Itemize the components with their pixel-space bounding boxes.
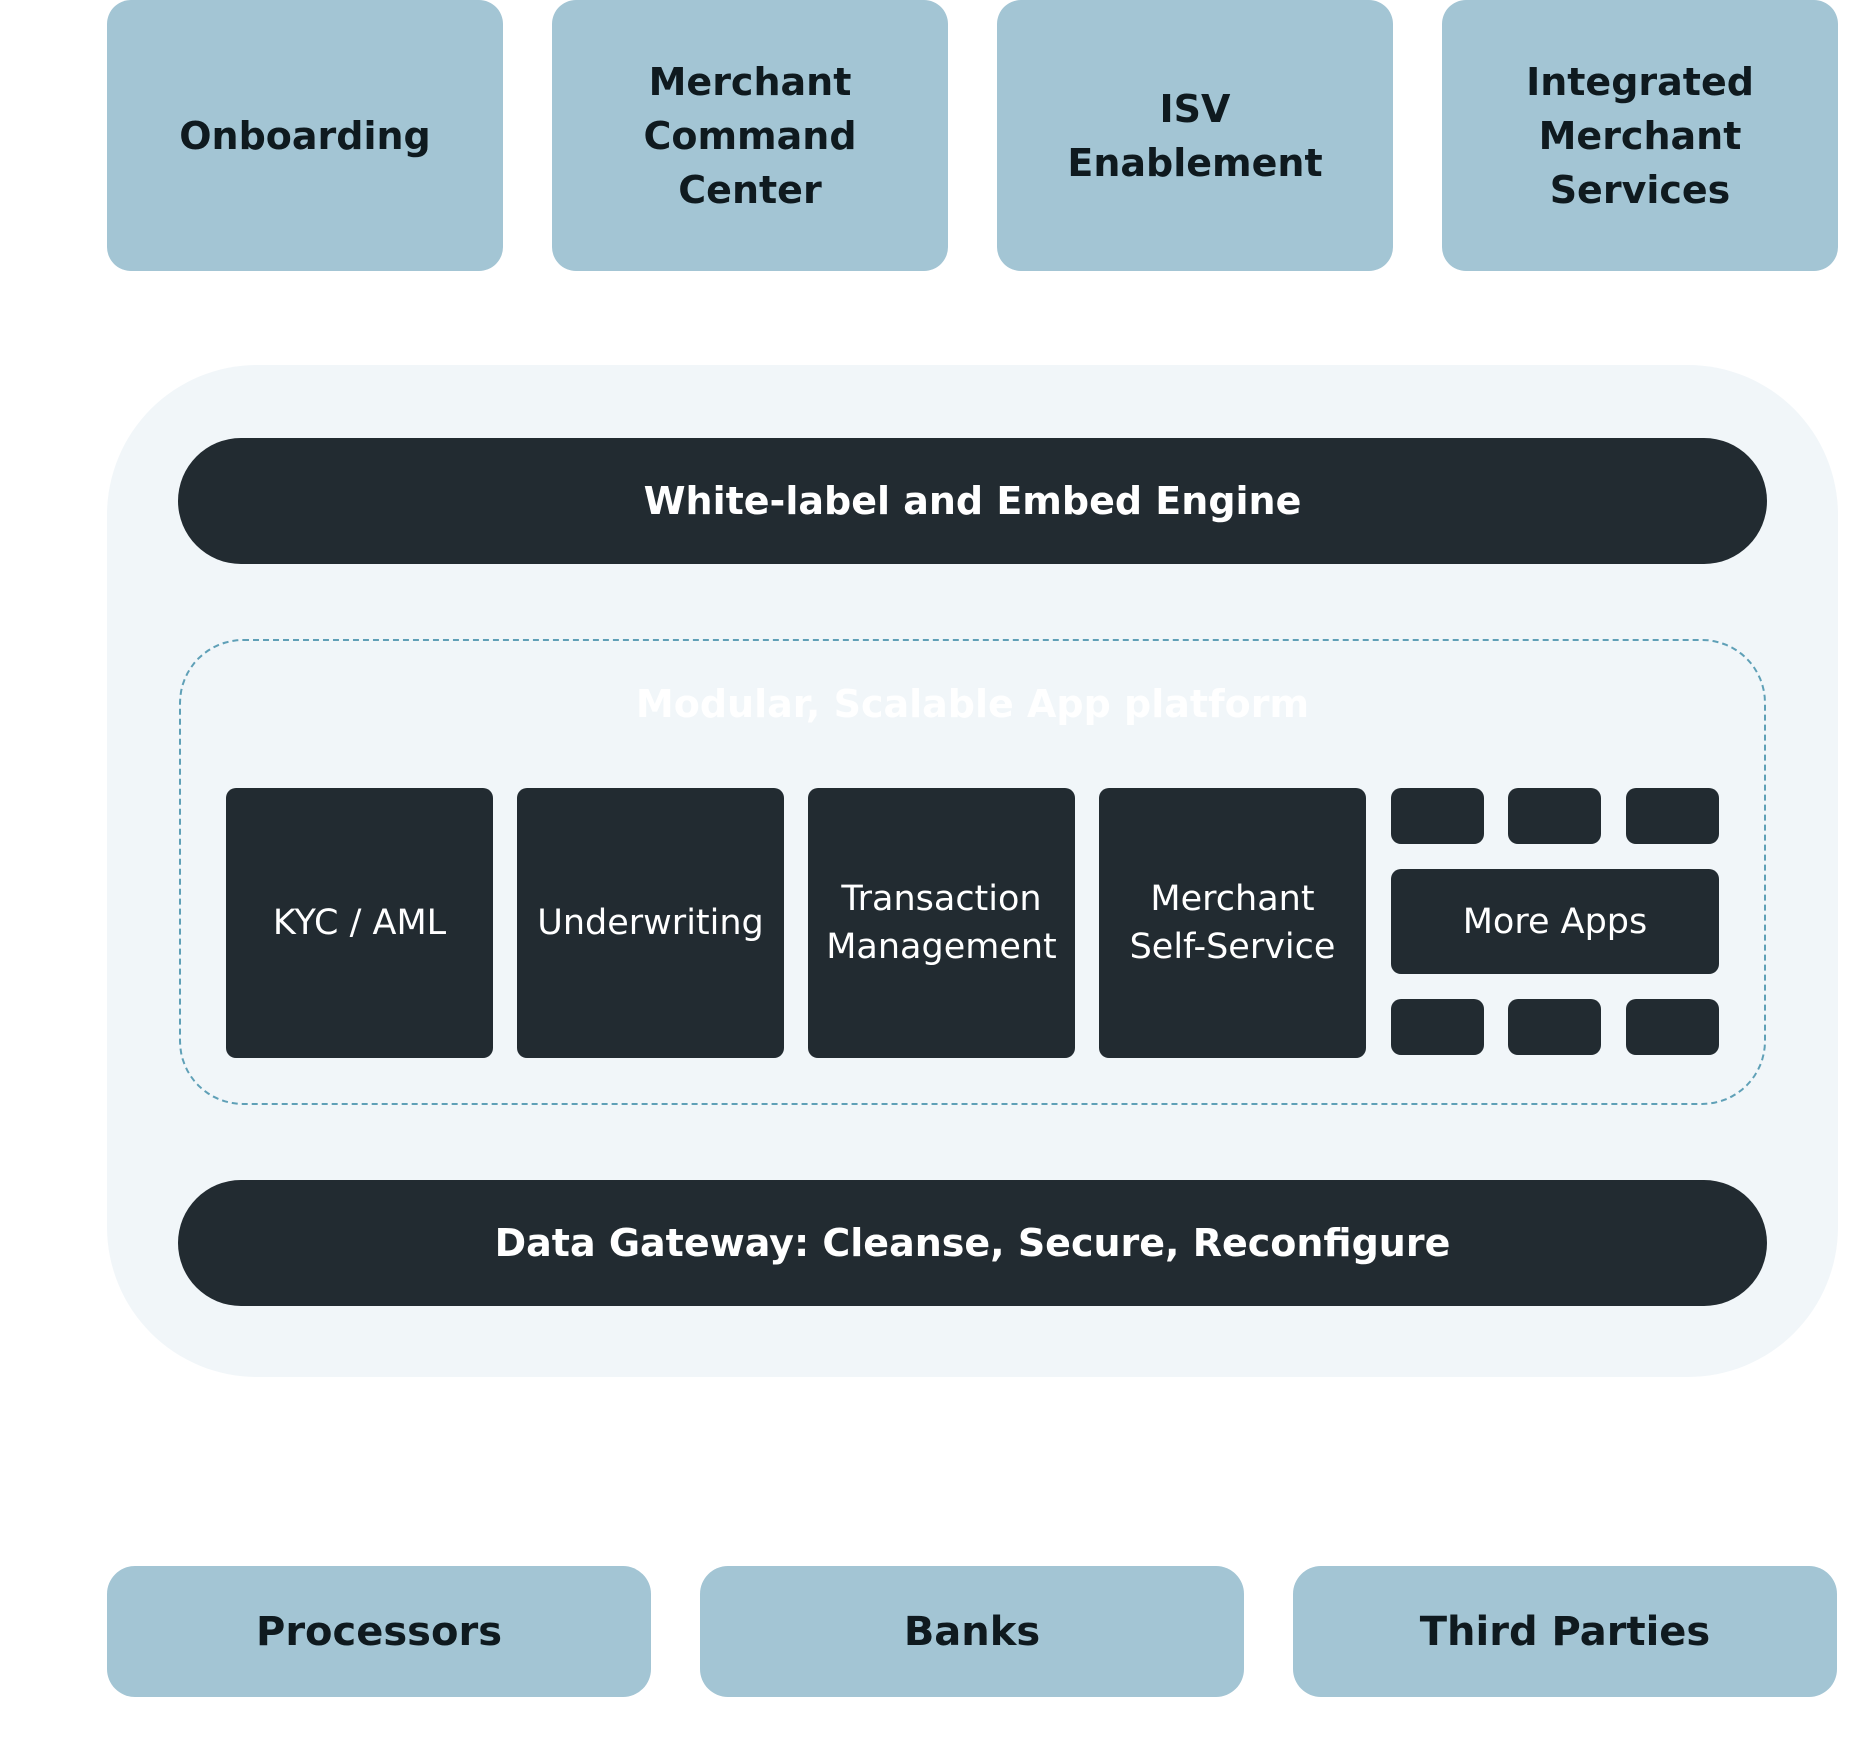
app-kyc-aml: KYC / AML [226, 788, 493, 1058]
source-box-third-parties: Third Parties [1293, 1566, 1837, 1697]
modular-app-platform-title: Modular, Scalable App platform [635, 682, 1310, 726]
mini-app-tile [1626, 788, 1719, 844]
mini-app-tile [1508, 788, 1601, 844]
client-box-isv-enablement: ISV Enablement [997, 0, 1393, 271]
app-underwriting: Underwriting [517, 788, 784, 1058]
client-box-integrated-merchant-services: Integrated Merchant Services [1442, 0, 1838, 271]
modular-app-platform-frame [179, 639, 1766, 1105]
white-label-engine-bar: White-label and Embed Engine [178, 438, 1767, 564]
source-box-processors: Processors [107, 1566, 651, 1697]
client-box-onboarding: Onboarding [107, 0, 503, 271]
mini-app-tile [1626, 999, 1719, 1055]
mini-app-tile [1508, 999, 1601, 1055]
client-box-merchant-command-center: Merchant Command Center [552, 0, 948, 271]
mini-app-tile [1391, 999, 1484, 1055]
app-transaction-management: Transaction Management [808, 788, 1075, 1058]
app-merchant-self-service: Merchant Self-Service [1099, 788, 1366, 1058]
mini-app-tile [1391, 788, 1484, 844]
more-apps-tile: More Apps [1391, 869, 1719, 974]
data-gateway-bar: Data Gateway: Cleanse, Secure, Reconfigu… [178, 1180, 1767, 1306]
source-box-banks: Banks [700, 1566, 1244, 1697]
